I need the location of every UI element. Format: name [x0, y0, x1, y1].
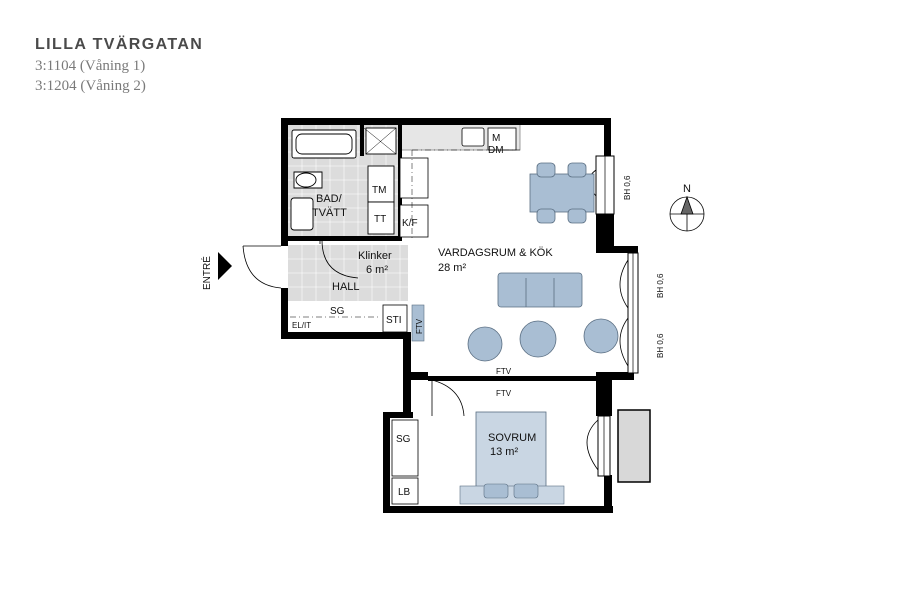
dining-chair [536, 162, 556, 178]
tt-label: TT [374, 214, 386, 225]
washing-machine [367, 165, 395, 203]
coffee-table [519, 320, 557, 358]
klinker-area: 6 m² [366, 264, 388, 276]
entrance-arrow-icon [218, 252, 232, 280]
electrical-panel-label: EL/IT [292, 321, 311, 330]
ftv-vertical-label: FTV [415, 318, 424, 334]
sink [461, 127, 485, 147]
ftv-top-label: FTV [496, 367, 512, 376]
bedroom-area: 13 m² [490, 446, 518, 458]
fridge-freezer [399, 204, 429, 238]
sti-box [382, 304, 408, 333]
dining-table [529, 173, 595, 213]
living-furniture [467, 272, 619, 362]
linen-cupboard [391, 477, 419, 505]
hall-wardrobe-label: SG [330, 306, 345, 317]
unit-number-floor-1: 3:1104 (Våning 1) [35, 58, 146, 74]
entrance-label: ENTRÉ [200, 256, 213, 290]
shower-divider [363, 127, 397, 155]
bedroom-label: SOVRUM [488, 432, 536, 444]
window-height-label-2: BH 0,6 [656, 273, 665, 298]
dishwasher [487, 127, 517, 151]
living-room-label: VARDAGSRUM & KÖK [438, 247, 553, 259]
tile-grid [288, 245, 408, 301]
dining-chair [567, 208, 587, 224]
microwave-label: M [492, 133, 500, 144]
sofa [497, 272, 583, 308]
bath-label-line2: TVÄTT [312, 207, 347, 219]
living-room-area: 28 m² [438, 262, 466, 274]
entrance-door [242, 245, 282, 289]
window-height-label-3: BH 0,6 [656, 333, 665, 358]
linen-cupboard-label: LB [398, 487, 411, 498]
dining-set [529, 162, 595, 224]
dining-chair [567, 162, 587, 178]
balcony [617, 409, 651, 483]
fridge-freezer-label: K/F [402, 218, 418, 229]
hall-label: HALL [332, 281, 360, 293]
armchair [467, 326, 503, 362]
bath-label-line1: BAD/ [316, 193, 343, 205]
walls [281, 118, 638, 513]
stove [399, 157, 429, 199]
interior-doors [319, 239, 465, 417]
bathroom-fixtures [290, 127, 397, 235]
window-mullions [603, 156, 634, 476]
sti-label: STI [386, 315, 402, 326]
bed-rug [459, 485, 565, 505]
tumble-dryer [367, 201, 395, 235]
window-height-label-1: BH 0,6 [623, 175, 632, 200]
pillow [483, 483, 509, 499]
dining-chair [536, 208, 556, 224]
ftv-duct [411, 304, 425, 342]
north-arrow-icon [669, 195, 705, 232]
dishwasher-label: DM [488, 145, 504, 156]
tm-label: TM [372, 185, 386, 196]
kitchen-fixtures [399, 127, 517, 238]
project-title: LILLA TVÄRGATAN [35, 36, 204, 53]
plan-header: LILLA TVÄRGATAN 3:1104 (Våning 1) 3:1204… [35, 34, 203, 96]
north-label: N [683, 183, 691, 195]
bedroom-wardrobe-label: SG [396, 434, 411, 445]
armchair [583, 318, 619, 354]
ftv-bottom-label: FTV [496, 389, 512, 398]
bedroom-wardrobe [391, 419, 419, 477]
klinker-label: Klinker [358, 250, 392, 262]
unit-number-floor-2: 3:1204 (Våning 2) [35, 78, 146, 94]
pillow [513, 483, 539, 499]
washbasin [290, 197, 314, 231]
